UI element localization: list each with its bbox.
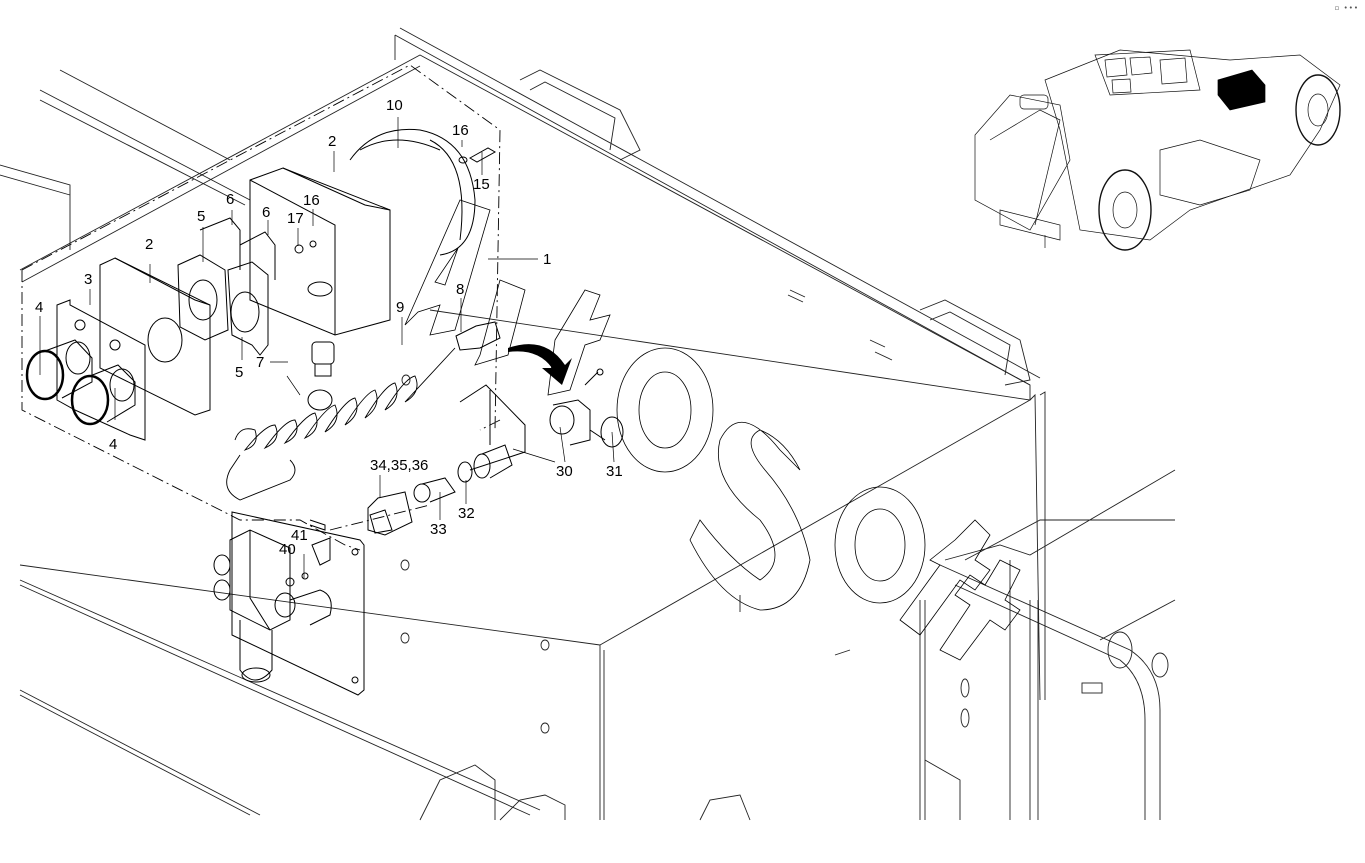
direction-arrow — [508, 344, 572, 385]
plug-housing-34 — [367, 491, 413, 536]
callout-6-left[interactable]: 6 — [226, 191, 235, 208]
callout-16-box[interactable]: 16 — [303, 192, 320, 209]
socket-30 — [549, 368, 604, 446]
bolt-holes — [400, 374, 550, 734]
callout-30[interactable]: 30 — [556, 463, 573, 480]
callout-33[interactable]: 33 — [430, 521, 447, 538]
bolt-15 — [468, 147, 497, 163]
callout-2-box[interactable]: 2 — [328, 133, 337, 150]
enclosure-lid-2 — [99, 257, 211, 416]
nut-32 — [457, 461, 473, 483]
cable-reel-10 — [349, 128, 476, 256]
callout-15[interactable]: 15 — [473, 176, 490, 193]
callout-4-top[interactable]: 4 — [35, 299, 44, 316]
washer-16 — [458, 156, 468, 164]
expand-icon[interactable]: ▫ — [1334, 4, 1341, 12]
viewer-toolbar: ▫ ••• — [1335, 4, 1359, 12]
watermark — [404, 199, 1021, 661]
cable-fitting-7 — [307, 341, 335, 411]
coiled-cable-9 — [226, 347, 456, 501]
callout-2-lid[interactable]: 2 — [145, 236, 154, 253]
callout-7[interactable]: 7 — [256, 354, 265, 371]
callout-34-35-36[interactable]: 34,35,36 — [370, 457, 429, 474]
machine-locator-view — [974, 49, 1341, 251]
contact-block-right — [227, 231, 276, 356]
callout-leader-lines — [39, 117, 615, 580]
protective-cap-31 — [589, 416, 624, 448]
callout-1[interactable]: 1 — [543, 251, 552, 268]
callout-41[interactable]: 41 — [291, 527, 308, 544]
callout-17[interactable]: 17 — [287, 210, 304, 227]
connector-sleeve-30b — [473, 444, 513, 479]
callout-32[interactable]: 32 — [458, 505, 475, 522]
cable-gland-8 — [455, 321, 501, 351]
callout-8[interactable]: 8 — [456, 281, 465, 298]
connector-housing — [459, 384, 526, 471]
label-plate-3 — [56, 299, 146, 441]
callout-31[interactable]: 31 — [606, 463, 623, 480]
push-button-4b — [70, 364, 136, 426]
callout-9[interactable]: 9 — [396, 299, 405, 316]
callout-5-top[interactable]: 5 — [197, 208, 206, 225]
more-options-icon[interactable]: ••• — [1343, 4, 1359, 12]
enclosure-box-2 — [249, 167, 391, 336]
contact-block-left — [177, 217, 241, 341]
machine-frame — [0, 27, 1176, 821]
assembly-boundary — [21, 64, 501, 551]
adapter-33 — [413, 477, 456, 503]
callout-16-top[interactable]: 16 — [452, 122, 469, 139]
mounting-plate — [231, 511, 365, 696]
valve-block — [213, 529, 332, 683]
callout-4-bottom[interactable]: 4 — [109, 436, 118, 453]
callout-3[interactable]: 3 — [84, 271, 93, 288]
callout-10[interactable]: 10 — [386, 97, 403, 114]
callout-5-bottom[interactable]: 5 — [235, 364, 244, 381]
callout-40[interactable]: 40 — [279, 541, 296, 558]
push-button-4a — [25, 339, 93, 401]
locator-highlight — [1217, 69, 1266, 111]
callout-6-right[interactable]: 6 — [262, 204, 271, 221]
